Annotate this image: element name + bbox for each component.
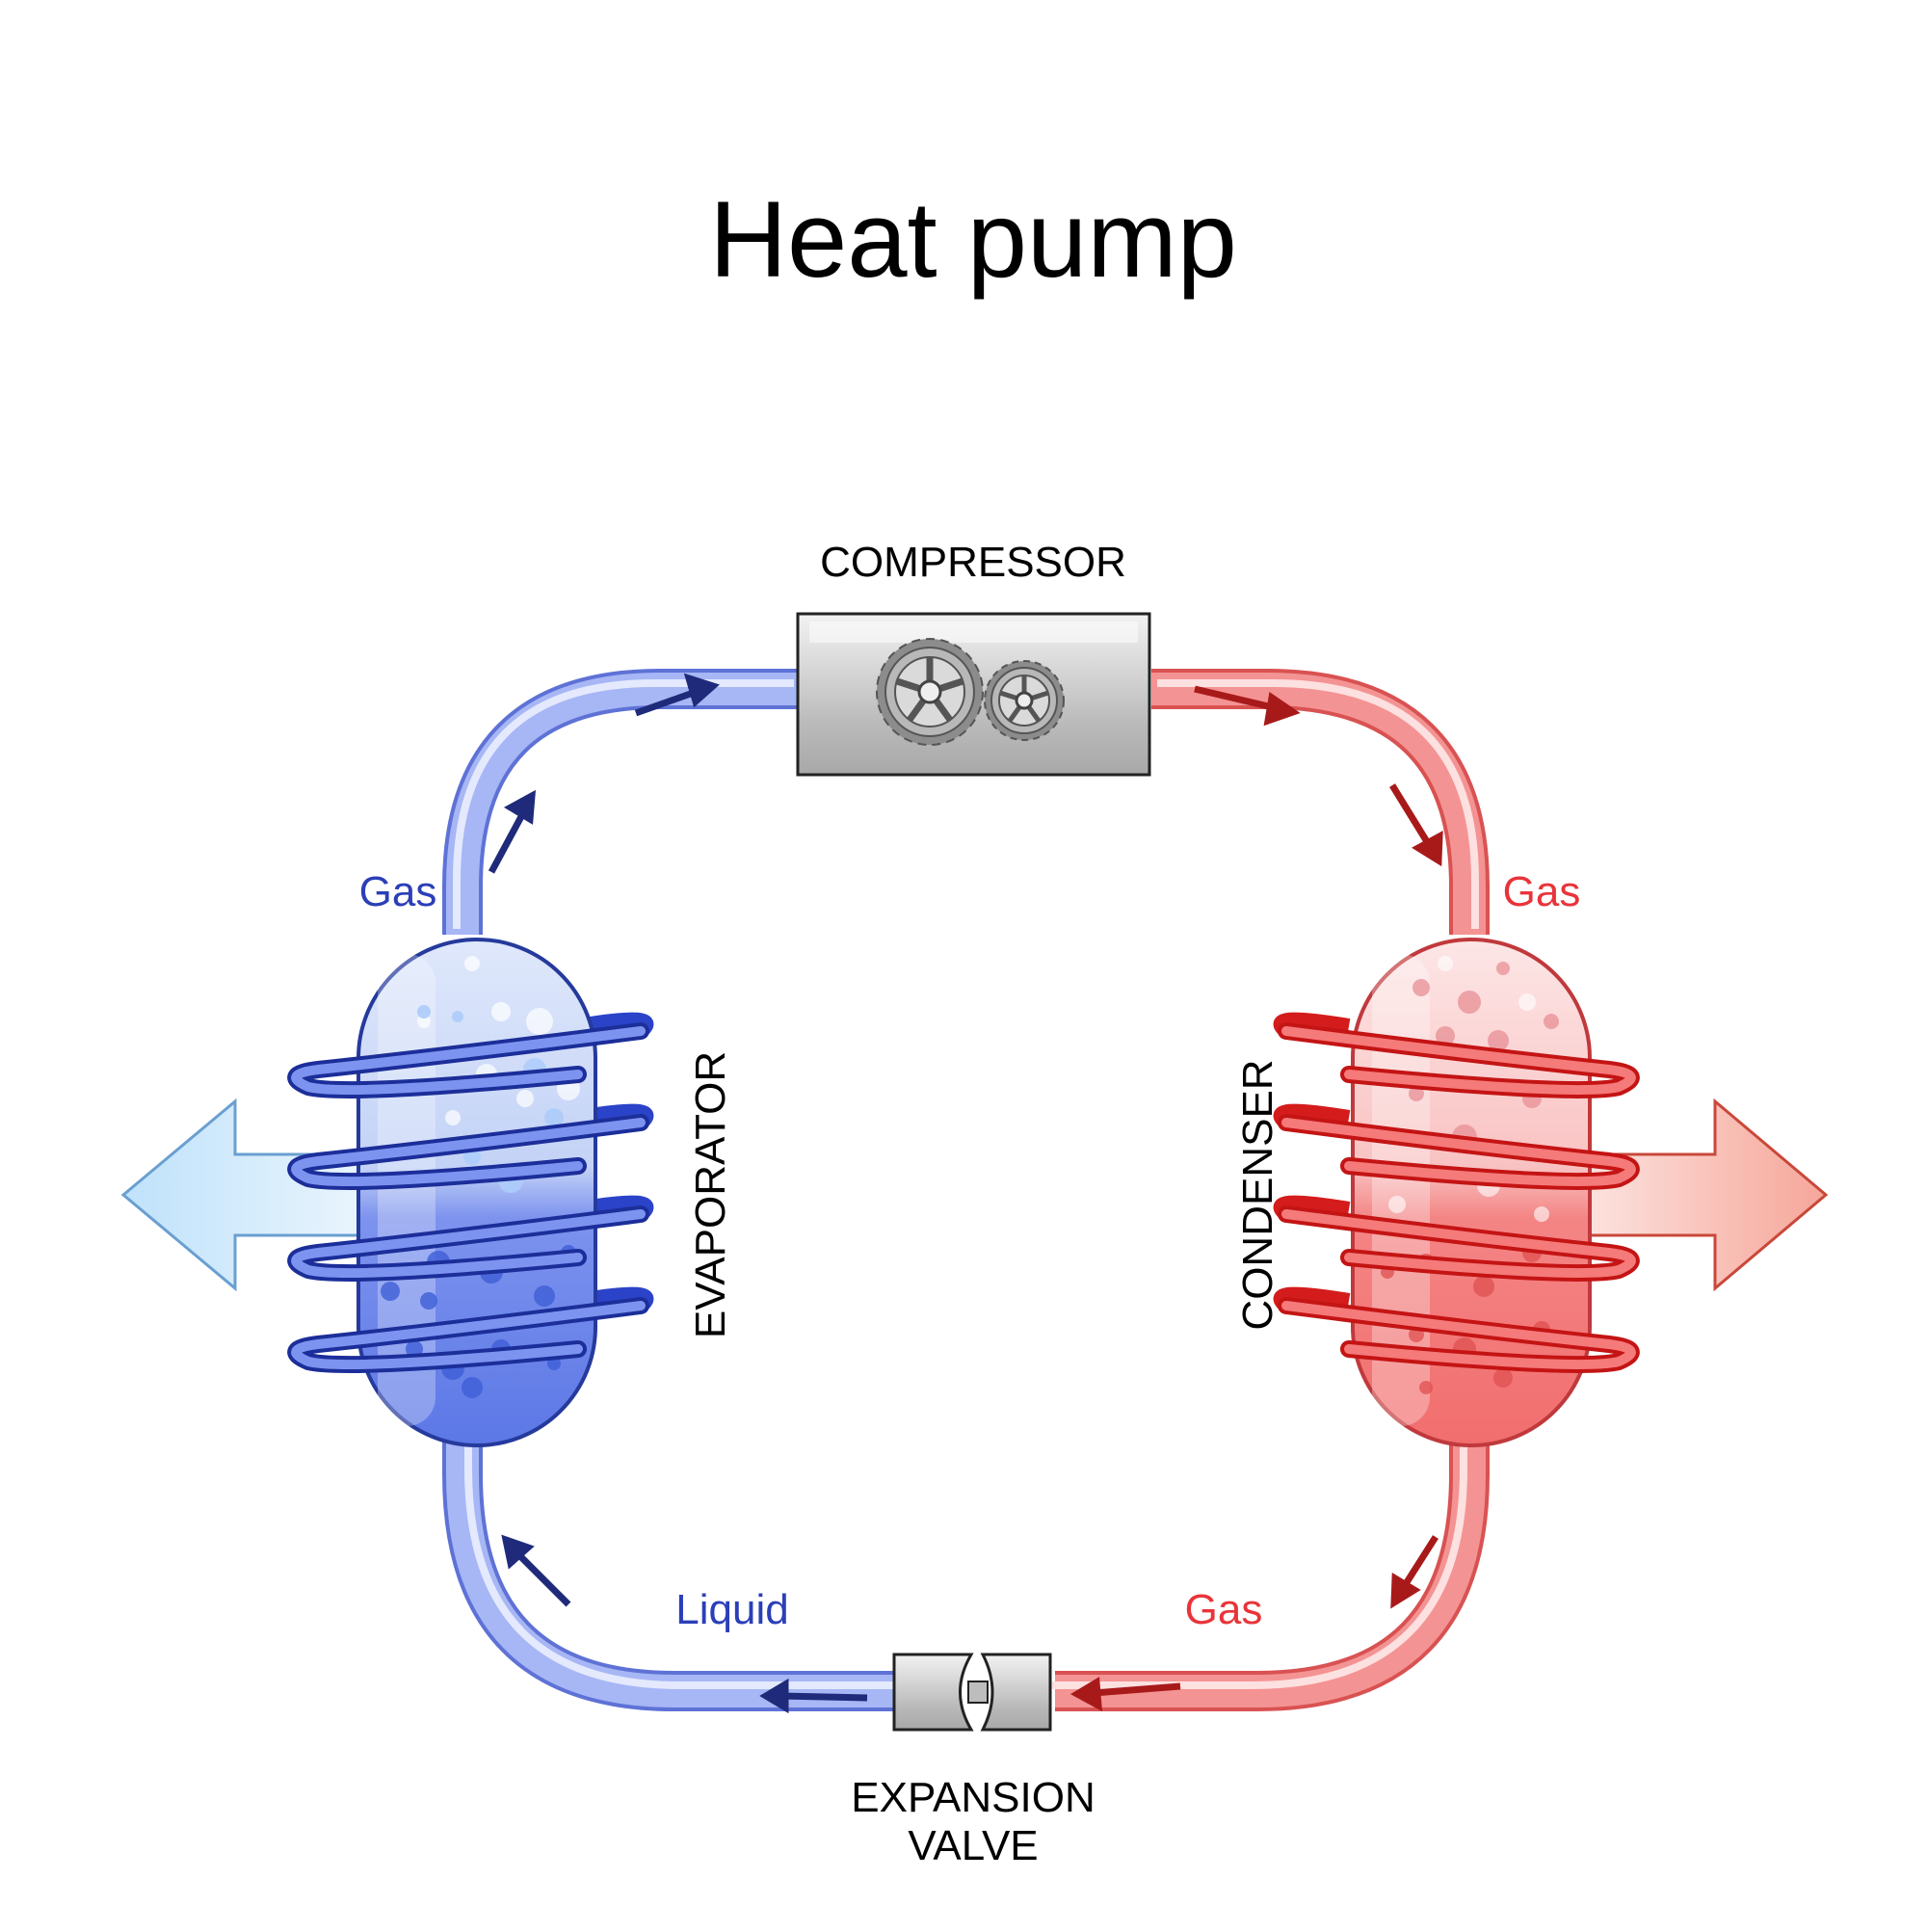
cold-gas-label: Gas xyxy=(359,868,437,915)
cold-pipe xyxy=(442,669,902,1711)
hot-gas-bottom-label: Gas xyxy=(1185,1586,1263,1633)
cold-flow-arrows xyxy=(488,673,868,1714)
expansion-valve xyxy=(892,1653,1052,1732)
gear-icon xyxy=(876,638,984,746)
expansion-valve-label-line2: VALVE xyxy=(908,1822,1038,1869)
hot-flow-arrows xyxy=(1069,685,1443,1712)
condenser-label: CONDENSER xyxy=(1234,1059,1281,1330)
hot-gas-top-label: Gas xyxy=(1503,868,1581,915)
compressor-label: COMPRESSOR xyxy=(820,539,1126,586)
cold-liquid-label: Liquid xyxy=(675,1586,788,1633)
gear-icon xyxy=(984,660,1065,741)
page-title: Heat pump xyxy=(709,179,1237,300)
expansion-valve-label-line1: EXPANSION xyxy=(851,1774,1095,1821)
compressor xyxy=(796,612,1151,777)
condenser-coil-back xyxy=(1273,1012,1351,1312)
condenser-coil-front xyxy=(1278,1022,1640,1374)
heat-absorb-arrow xyxy=(120,1098,368,1292)
hot-pipe xyxy=(1049,669,1490,1711)
evaporator-coil-front xyxy=(287,1022,649,1374)
evaporator-label: EVAPORATOR xyxy=(687,1051,734,1338)
